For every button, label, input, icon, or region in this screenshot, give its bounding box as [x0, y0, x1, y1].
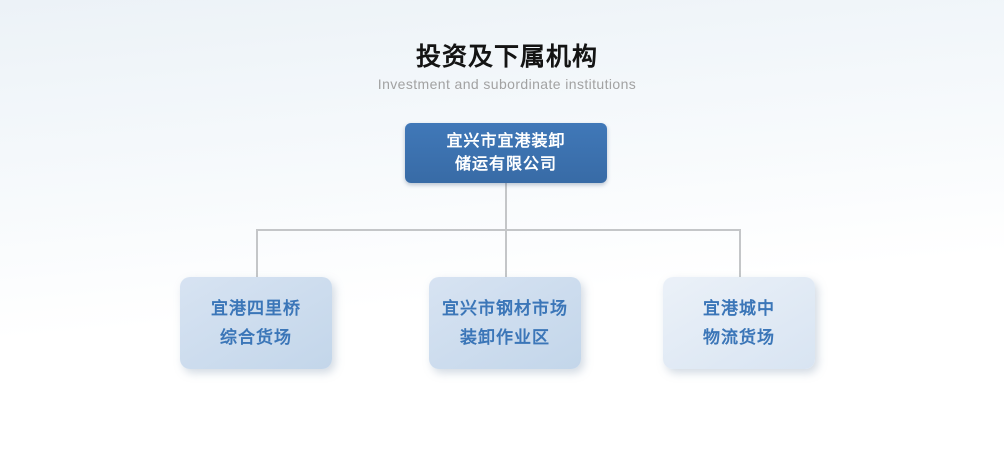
connector-drop-child-3	[739, 229, 741, 278]
org-node-root-label-line2: 储运有限公司	[454, 156, 557, 173]
page-header: 投资及下属机构 Investment and subordinate insti…	[5, 42, 1004, 93]
org-node-child-label-line1: 宜兴市钢材市场	[442, 299, 568, 318]
connector-root-vertical	[505, 183, 507, 231]
org-node-child-label-line2: 综合货场	[220, 328, 292, 347]
page-title: 投资及下属机构	[415, 43, 598, 71]
connector-drop-child-1	[256, 229, 258, 278]
org-node-child-label-line1: 宜港城中	[703, 299, 775, 318]
org-node-root-label-line1: 宜兴市宜港装卸	[446, 133, 566, 150]
org-node-child-label-line2: 物流货场	[703, 328, 775, 347]
page-subtitle: Investment and subordinate institutions	[377, 76, 637, 92]
org-node-child-chengzhong-logistics-yard: 宜港城中 物流货场	[663, 277, 815, 369]
connector-drop-child-2	[505, 229, 507, 278]
org-node-root: 宜兴市宜港装卸 储运有限公司	[405, 123, 607, 183]
org-node-child-siliqiao-freight-yard: 宜港四里桥 综合货场	[180, 277, 332, 369]
org-node-child-label-line2: 装卸作业区	[460, 328, 550, 347]
org-node-child-steel-market-operation-area: 宜兴市钢材市场 装卸作业区	[429, 277, 581, 369]
org-node-child-label-line1: 宜港四里桥	[211, 299, 301, 318]
connector-horizontal-rail	[256, 229, 741, 231]
